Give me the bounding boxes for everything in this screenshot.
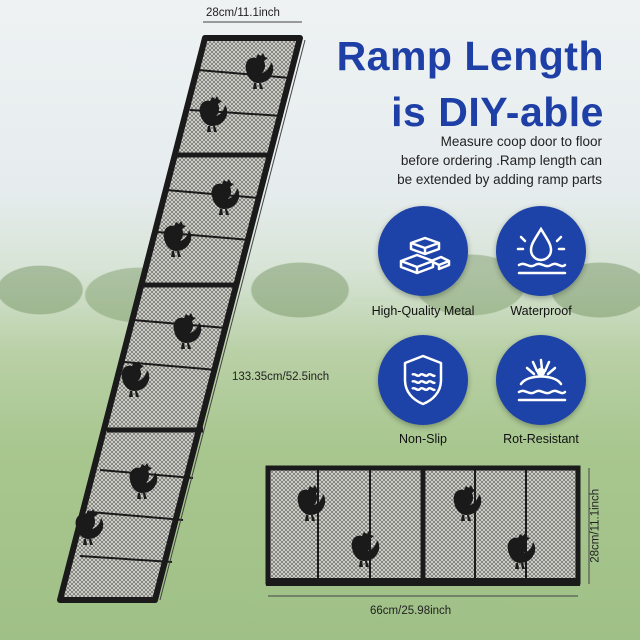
description-line-1: Measure coop door to floor [440, 134, 602, 149]
water-drop-icon [496, 206, 586, 296]
feature-label-waterproof: Waterproof [510, 304, 572, 318]
panel-length-label: 66cm/25.98inch [370, 605, 452, 617]
feature-label-metal: High-Quality Metal [371, 304, 475, 318]
feature-label-non-slip: Non-Slip [399, 432, 447, 446]
metal-bars-icon [378, 206, 468, 296]
headline-line-1: Ramp Length [336, 33, 604, 79]
description-line-2: before ordering .Ramp length can [400, 153, 602, 168]
ramp-length-label: 133.35cm/52.5inch [232, 371, 330, 383]
panel-width-label: 28cm/11.1inch [589, 488, 602, 563]
feature-label-rot-resistant: Rot-Resistant [503, 432, 579, 446]
ramp-width-label: 28cm/11.1inch [206, 7, 280, 19]
headline-line-2: is DIY-able [391, 89, 604, 135]
description-line-3: be extended by adding ramp parts [397, 172, 602, 187]
splash-shield-icon [496, 335, 586, 425]
shield-waves-icon [378, 335, 468, 425]
